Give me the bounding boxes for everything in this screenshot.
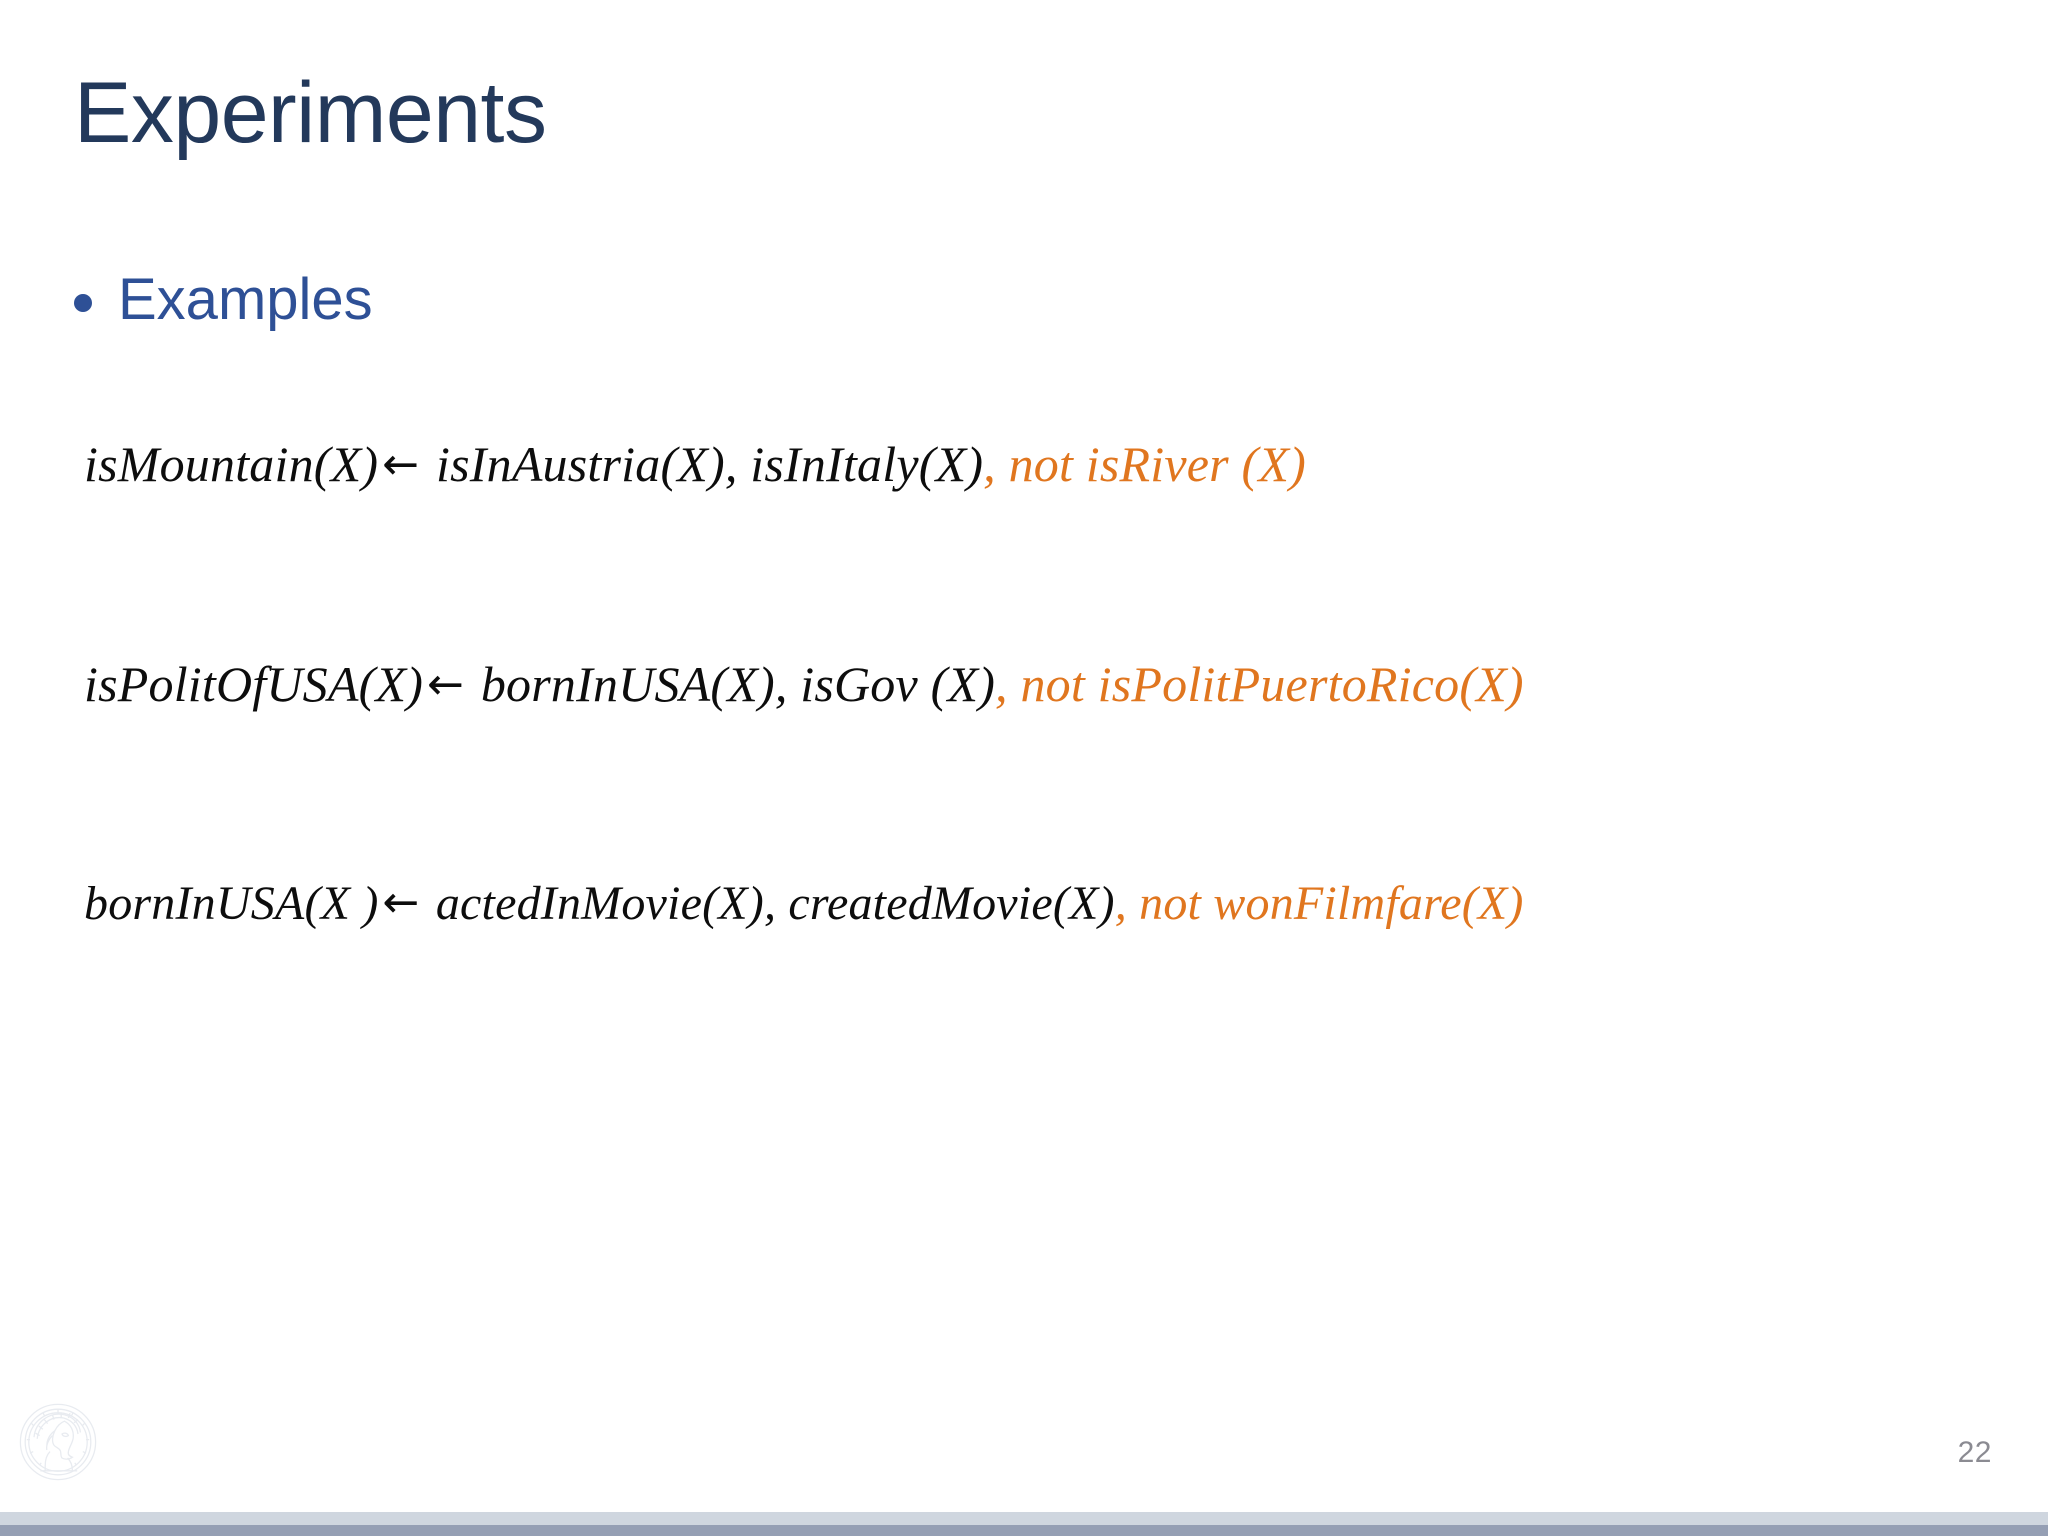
left-arrow-icon: ← (382, 439, 420, 490)
left-arrow-icon: ← (382, 877, 420, 928)
page-title: Experiments (74, 65, 547, 161)
bullet-list-item: Examples (74, 268, 373, 332)
page-number: 22 (1957, 1436, 1992, 1469)
bullet-item-label: Examples (118, 267, 373, 332)
bullet-dot-icon (74, 293, 92, 312)
max-planck-minerva-logo-icon (19, 1403, 97, 1481)
rule-negated-literal: , not isPolitPuertoRico(X) (995, 656, 1524, 712)
rule-head: bornInUSA(X ) (84, 877, 379, 930)
logic-rule-1: isMountain(X)← isInAustria(X), isInItaly… (84, 436, 1306, 494)
footer-bar-dark (0, 1525, 2048, 1536)
left-arrow-icon: ← (427, 659, 465, 710)
rule-body: bornInUSA(X), isGov (X) (480, 656, 996, 712)
footer-bar-light (0, 1512, 2048, 1525)
logic-rule-2: isPolitOfUSA(X)← bornInUSA(X), isGov (X)… (84, 656, 1524, 714)
rule-negated-literal: , not wonFilmfare(X) (1114, 877, 1524, 930)
rule-negated-literal: , not isRiver (X) (983, 436, 1306, 492)
logic-rule-3: bornInUSA(X )← actedInMovie(X), createdM… (84, 876, 1524, 931)
rule-body: isInAustria(X), isInItaly(X) (436, 436, 984, 492)
rule-body: actedInMovie(X), createdMovie(X) (435, 877, 1115, 930)
rule-head: isMountain(X) (84, 436, 379, 492)
rule-head: isPolitOfUSA(X) (84, 656, 424, 712)
